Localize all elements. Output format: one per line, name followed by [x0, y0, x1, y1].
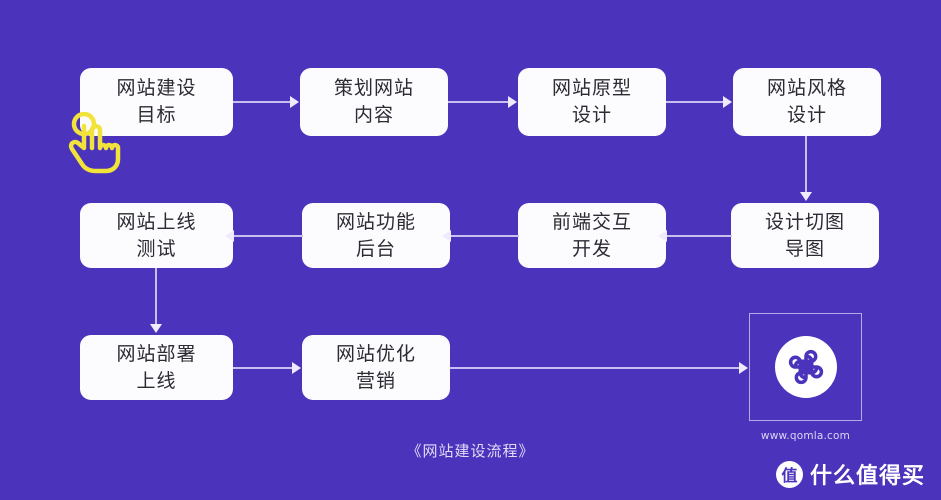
node-line-2: 导图 [784, 237, 825, 260]
node-line-1: 策划网站 [333, 77, 414, 100]
arrowhead-n8-n7 [658, 230, 667, 242]
watermark-text: 什么值得买 [809, 464, 925, 489]
flow-node-prototype-design[interactable]: 网站原型 设计 [518, 68, 666, 136]
node-line-1: 网站部署 [116, 342, 197, 365]
flow-node-plan-content[interactable]: 策划网站 内容 [300, 68, 448, 136]
connector-n3-n4 [666, 101, 724, 103]
node-line-2: 上线 [136, 369, 177, 392]
logo-url: www.qomla.com [760, 430, 851, 442]
arrowhead-n9-n10 [292, 362, 301, 374]
node-line-1: 前端交互 [551, 210, 632, 233]
connector-n6-n5 [233, 235, 303, 237]
flow-node-frontend-dev[interactable]: 前端交互 开发 [518, 203, 666, 268]
arrowhead-n4-n8 [800, 192, 812, 201]
logo-circle [774, 336, 837, 398]
node-line-2: 内容 [353, 104, 394, 126]
flow-node-style-design[interactable]: 网站风格 设计 [733, 68, 881, 136]
arrowhead-n10-logo [739, 362, 748, 374]
node-line-2: 开发 [571, 237, 612, 260]
node-line-1: 网站优化 [335, 342, 416, 365]
watermark: 值 什么值得买 [775, 458, 925, 490]
connector-n7-n6 [450, 235, 519, 237]
flow-node-website-goal[interactable]: 网站建设 目标 [80, 68, 233, 136]
node-line-1: 网站功能 [335, 210, 416, 233]
flow-node-design-slicing[interactable]: 设计切图 导图 [731, 203, 879, 268]
logo-panel [749, 313, 862, 421]
arrowhead-n5-n9 [150, 324, 162, 333]
diagram-caption: 《网站建设流程》 [406, 442, 535, 460]
node-line-1: 网站上线 [116, 210, 197, 233]
connector-n5-n9 [155, 268, 157, 326]
qomla-pinwheel-icon [788, 349, 823, 385]
node-line-2: 测试 [136, 237, 177, 260]
arrowhead-n3-n4 [723, 96, 732, 108]
tap-hand-cursor-icon [62, 111, 128, 174]
connector-n10-logo [450, 367, 740, 369]
arrowhead-n1-n2 [290, 96, 299, 108]
connector-n2-n3 [448, 101, 509, 103]
node-line-2: 设计 [786, 104, 827, 126]
flow-node-launch-test[interactable]: 网站上线 测试 [80, 203, 233, 268]
connector-n1-n2 [233, 101, 291, 103]
connector-n4-n8 [805, 136, 807, 194]
connector-n9-n10 [233, 367, 293, 369]
arrowhead-n6-n5 [225, 230, 234, 242]
flow-node-deploy-online[interactable]: 网站部署 上线 [80, 335, 233, 400]
connector-n8-n7 [666, 235, 732, 237]
node-line-1: 设计切图 [764, 210, 845, 233]
flow-node-function-backend[interactable]: 网站功能 后台 [302, 203, 450, 268]
node-line-2: 设计 [571, 104, 612, 126]
node-line-2: 目标 [136, 104, 177, 126]
arrowhead-n2-n3 [508, 96, 517, 108]
watermark-badge-icon: 值 [775, 460, 803, 488]
node-line-1: 网站建设 [116, 77, 197, 100]
arrowhead-n7-n6 [442, 230, 451, 242]
node-line-1: 网站原型 [551, 77, 632, 100]
node-line-2: 营销 [355, 369, 396, 392]
flow-node-optimize-marketing[interactable]: 网站优化 营销 [302, 335, 450, 400]
node-line-2: 后台 [355, 237, 396, 260]
node-line-1: 网站风格 [766, 77, 847, 100]
